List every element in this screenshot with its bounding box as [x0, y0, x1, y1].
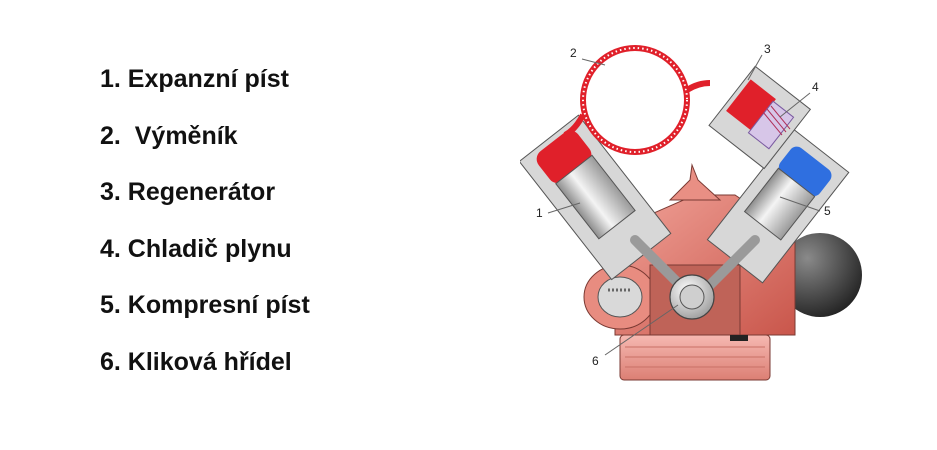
legend-list: 1. Expanzní píst 2. Výměník 3. Regenerát…: [100, 58, 310, 397]
legend-item-regenerator: 3. Regenerátor: [100, 178, 276, 206]
side-flange: [583, 264, 657, 330]
flywheel: [778, 233, 862, 317]
legend-item-compression-piston: 5. Kompresní píst: [100, 291, 310, 319]
callout-3: 3: [764, 42, 771, 56]
connecting-rod-right: [700, 235, 760, 295]
top-vent: [668, 163, 722, 201]
legend-item-crankshaft: 6. Kliková hřídel: [100, 347, 292, 376]
callout-1: 1: [536, 206, 543, 220]
legend-item-expansion-piston: 1. Expanzní píst: [100, 65, 289, 93]
callout-4: 4: [812, 80, 819, 94]
expansion-piston: [555, 154, 636, 240]
stirling-engine-diagram: 1 2 3 4 5 6: [520, 42, 862, 381]
compression-piston: [743, 167, 816, 241]
gas-cooler: [747, 100, 795, 150]
legend-item-gas-cooler: 4. Chladič plynu: [100, 234, 292, 263]
legend-item-heat-exchanger: 2. Výměník: [100, 121, 238, 150]
callout-6: 6: [592, 354, 599, 368]
callout-5: 5: [824, 204, 831, 218]
regenerator-cooler-block: [708, 65, 812, 170]
callout-leaders: [547, 54, 821, 356]
callout-2: 2: [570, 46, 577, 60]
heat-exchanger-coil: [563, 45, 711, 155]
